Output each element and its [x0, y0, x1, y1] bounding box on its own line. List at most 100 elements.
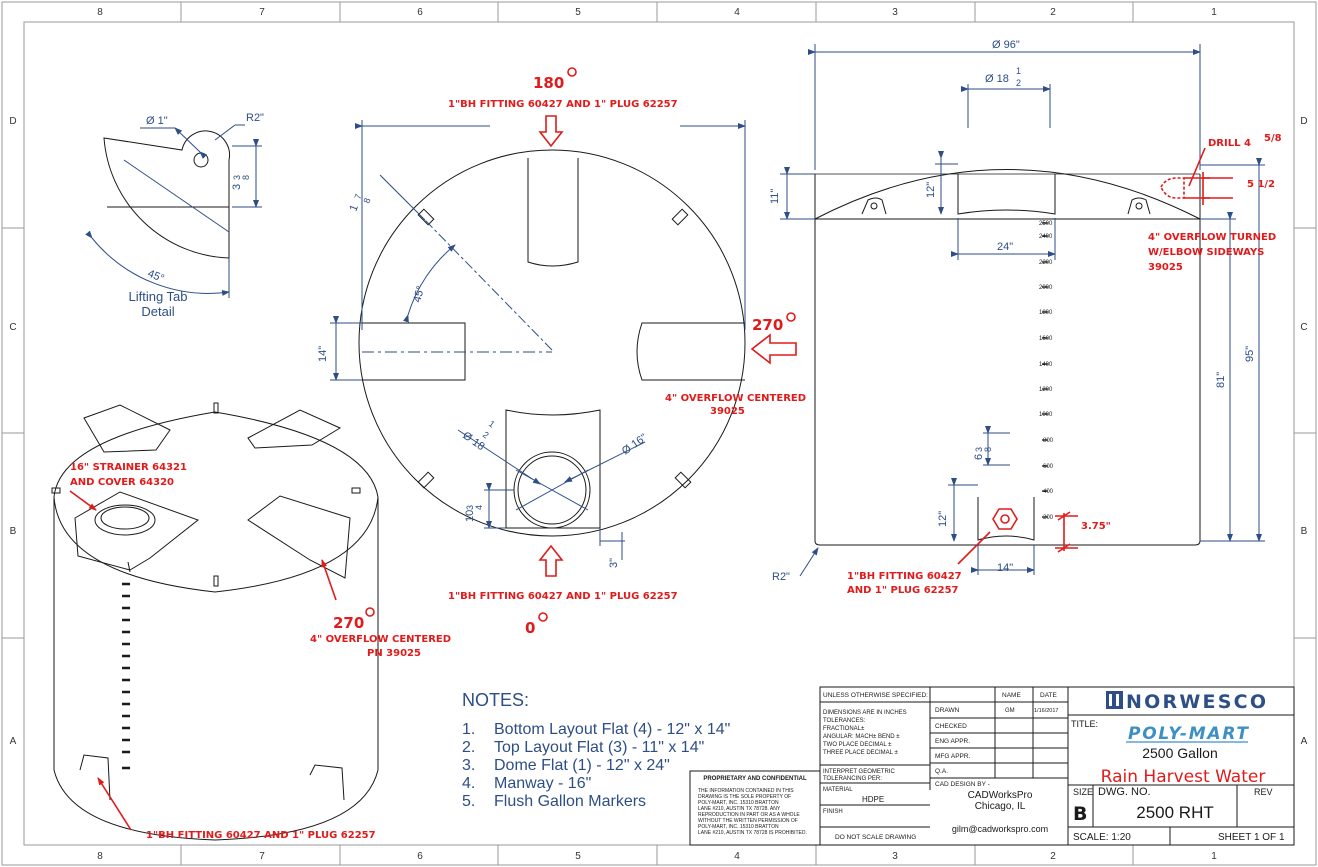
- top-flat-east: [636, 322, 745, 381]
- note-item: 5. Flush Gallon Markers: [462, 793, 802, 811]
- arrow-180: [538, 115, 564, 148]
- col-label: 4: [734, 851, 740, 862]
- note-text: Manway - 16": [494, 775, 592, 792]
- drill-fraction: 5/8: [1264, 133, 1282, 144]
- gallon-markers: [1042, 222, 1048, 518]
- overflow-centered: 4" OVERFLOW CENTERED: [665, 393, 806, 404]
- proprietary-line: WITHOUT THE WRITTEN PERMISSION OF: [698, 818, 798, 824]
- tolerance-line: FRACTIONAL±: [823, 726, 865, 732]
- iso-overflow-pn: PN 39025: [367, 648, 421, 659]
- proprietary-line: POLY-MART, INC. 15310 BRATTON: [698, 824, 779, 830]
- marker-offset-den: 8: [983, 447, 993, 452]
- rev-label: REV: [1254, 787, 1273, 797]
- row-label: A: [1301, 736, 1308, 747]
- side-fitting-label: 1"BH FITTING 60427: [847, 571, 962, 582]
- cad-design-label: CAD DESIGN BY -: [935, 781, 990, 788]
- marker-offset-whole: 6: [973, 454, 985, 460]
- manway-flat-den: 2: [481, 429, 491, 440]
- note-text: Flush Gallon Markers: [494, 793, 647, 810]
- note-number: 1.: [462, 721, 476, 738]
- side-tab: [1127, 197, 1151, 215]
- drill-label: DRILL 4: [1208, 138, 1251, 149]
- iso-manway-flat: [74, 491, 200, 571]
- tab-offset-num: 7: [352, 193, 363, 201]
- marker-offset-num: 3: [974, 447, 984, 452]
- iso-top-flat: [247, 495, 351, 579]
- dome-flat-num: 1: [1016, 66, 1021, 76]
- proprietary-box: PROPRIETARY AND CONFIDENTIAL THE INFORMA…: [689, 770, 821, 846]
- proprietary-line: REPRODUCTION IN PART OR AS A WHOLE: [698, 812, 800, 818]
- col-label: 3: [892, 7, 898, 18]
- angle-45: 45°: [411, 285, 427, 304]
- material-label: MATERIAL: [823, 787, 853, 793]
- title-label: TITLE:: [1071, 719, 1098, 729]
- note-item: 1. Bottom Layout Flat (4) - 12" x 14": [462, 721, 802, 739]
- deg-270-top: 270: [752, 316, 783, 334]
- red-labels: 180 270 270 0 1"BH FITTING 60427 AND 1" …: [70, 74, 1282, 841]
- side-view-labels: Ø 96" Ø 18 1 2 11" 12" 24" 95" 81" 12" 1…: [769, 39, 1256, 583]
- finish-label: FINISH: [823, 809, 843, 815]
- dome-height: 11": [769, 189, 781, 204]
- gallon-mark: 2500: [1039, 221, 1053, 227]
- deg-0: 0: [525, 619, 535, 637]
- col-label: 2: [1050, 851, 1056, 862]
- red-arrows: [69, 67, 1233, 831]
- col-label: 6: [417, 851, 423, 862]
- sheet-label: SHEET 1 OF 1: [1218, 832, 1285, 843]
- side-view: [814, 169, 1201, 546]
- drawn-name: GM: [1005, 708, 1015, 714]
- border-labels: 8 7 6 5 4 3 2 1 8 7 6 5 4 3 2 1 D C B A …: [9, 7, 1307, 862]
- overflow-centered-pn: 39025: [710, 406, 745, 417]
- row-label: D: [9, 116, 16, 127]
- dwg-number: 2500 RHT: [1136, 803, 1213, 822]
- norwesco-brand: NORWESCO: [1126, 691, 1266, 713]
- size-value: B: [1073, 803, 1087, 825]
- manway-flat-num: 1: [487, 418, 497, 429]
- arrow-270: [750, 333, 797, 365]
- eng-appr-label: ENG APPR.: [935, 738, 970, 745]
- proprietary-line: DRAWING IS THE SOLE PROPERTY OF: [698, 794, 791, 800]
- lift-tab: [671, 208, 689, 226]
- date-header: DATE: [1040, 692, 1058, 699]
- note-text: Top Layout Flat (3) - 11" x 14": [494, 739, 705, 756]
- overflow-turned-icon: [1160, 177, 1185, 199]
- tank-diameter: Ø 96": [992, 39, 1020, 51]
- side-fitting-label: AND 1" PLUG 62257: [847, 585, 959, 596]
- dome-flat-width: 24": [997, 241, 1013, 253]
- checked-label: CHECKED: [935, 723, 967, 730]
- iso-gallon-markers: [122, 582, 130, 770]
- proprietary-line: THE INFORMATION CONTAINED IN THIS: [698, 788, 794, 794]
- gallon-mark: 400: [1043, 489, 1054, 495]
- col-label: 1: [1211, 851, 1217, 862]
- col-label: 3: [892, 851, 898, 862]
- unless-specified: UNLESS OTHERWISE SPECIFIED:: [823, 692, 928, 699]
- cad-city: Chicago, IL: [975, 801, 1026, 812]
- top-view-dims: [330, 120, 746, 560]
- tab-offset-den: 8: [361, 197, 372, 205]
- col-label: 6: [417, 7, 423, 18]
- drawn-date: 1/16/2017: [1034, 708, 1058, 714]
- proprietary-line: POLY-MART, INC. 15310 BRATTON: [698, 800, 779, 806]
- col-label: 4: [734, 7, 740, 18]
- gallon-mark: 1600: [1039, 336, 1053, 342]
- flat-width: 14": [317, 346, 329, 362]
- gallon-mark: 200: [1043, 515, 1054, 521]
- row-label: B: [1301, 526, 1308, 537]
- iso-manway: [94, 504, 156, 536]
- note-item: 2. Top Layout Flat (3) - 11" x 14": [462, 739, 802, 757]
- overflow-turned: 4" OVERFLOW TURNED: [1148, 232, 1276, 243]
- tolerance-line: TOLERANCES:: [823, 718, 866, 724]
- dome-flat-den: 2: [1016, 78, 1021, 88]
- dome-flat-height: 12": [925, 182, 937, 198]
- deg-270-iso: 270: [333, 614, 364, 632]
- tab-height-den: 8: [241, 175, 251, 180]
- lift-tab: [417, 471, 435, 489]
- manway-flat: [505, 409, 601, 529]
- notes-title: NOTES:: [462, 690, 530, 710]
- qa-label: Q.A.: [935, 768, 948, 775]
- iso-overflow: 4" OVERFLOW CENTERED: [310, 634, 451, 645]
- deg-180: 180: [533, 74, 564, 92]
- dwg-label: DWG. NO.: [1098, 786, 1151, 798]
- arrow-0: [538, 544, 564, 577]
- top-flat-180: [527, 158, 579, 267]
